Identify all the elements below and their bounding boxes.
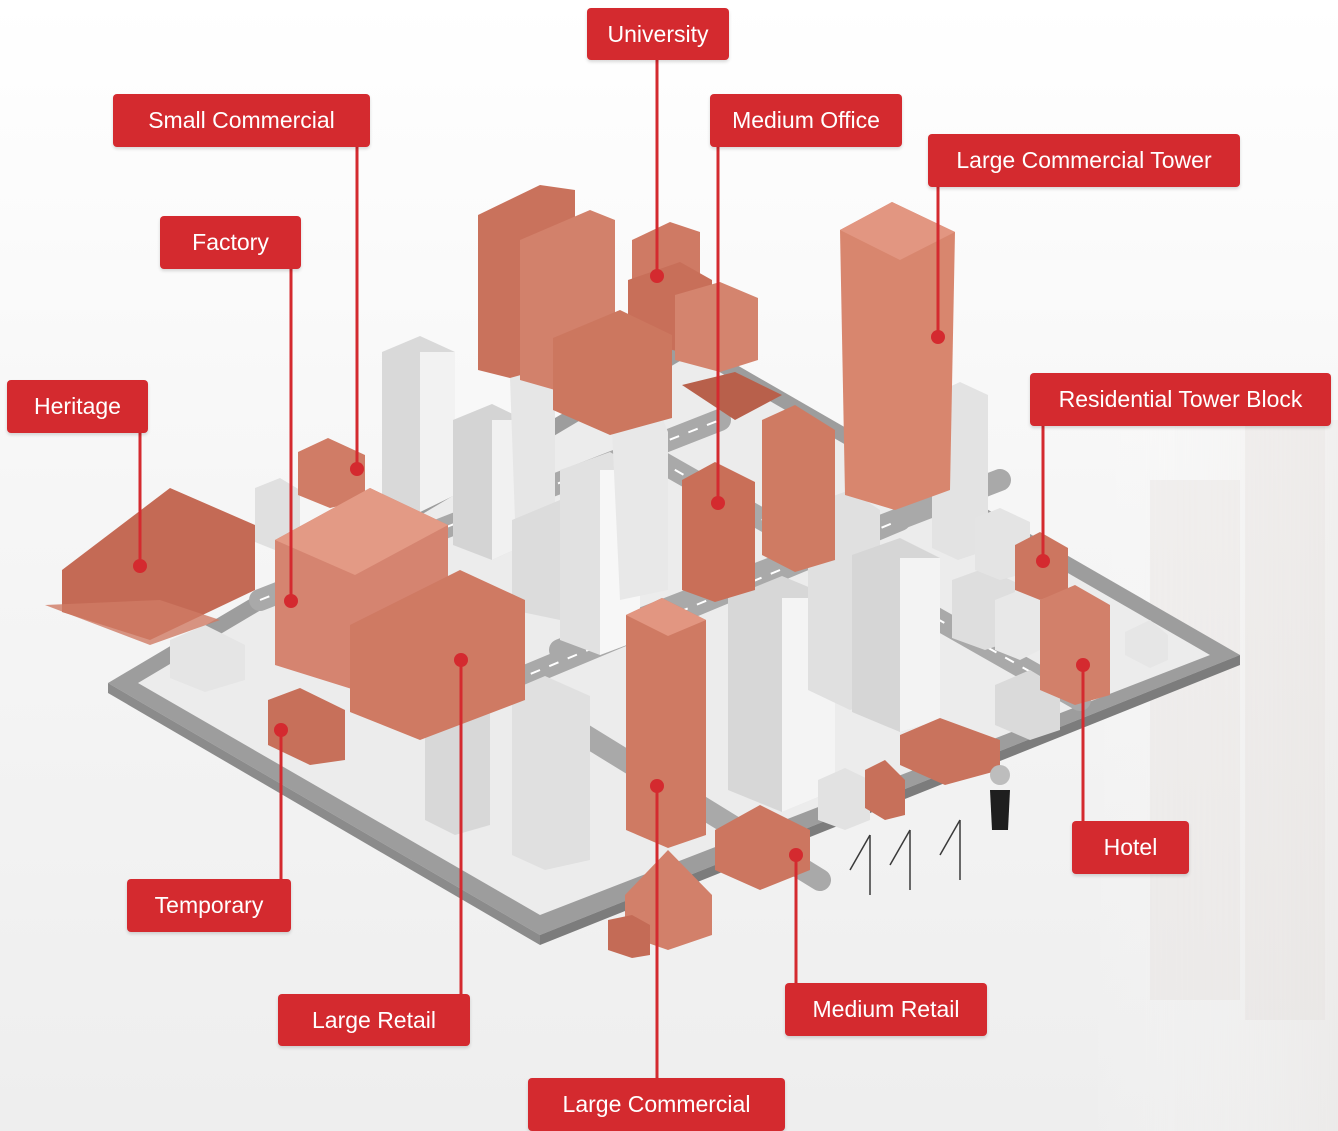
leader-dots <box>133 269 1090 862</box>
label-small-commercial: Small Commercial <box>113 94 370 147</box>
dot-university <box>650 269 664 283</box>
label-medium-retail: Medium Retail <box>785 983 987 1036</box>
label-large-commercial: Large Commercial <box>528 1078 785 1131</box>
dot-residential-tower-block <box>1036 554 1050 568</box>
dot-hotel <box>1076 658 1090 672</box>
dot-large-commercial-tower <box>931 330 945 344</box>
label-large-commercial-tower: Large Commercial Tower <box>928 134 1240 187</box>
label-hotel: Hotel <box>1072 821 1189 874</box>
dot-factory <box>284 594 298 608</box>
dot-temporary <box>274 723 288 737</box>
label-factory: Factory <box>160 216 301 269</box>
dot-small-commercial <box>350 462 364 476</box>
leader-lines <box>138 58 1085 1079</box>
dot-large-retail <box>454 653 468 667</box>
label-large-retail: Large Retail <box>278 994 470 1046</box>
dot-medium-retail <box>789 848 803 862</box>
dot-heritage <box>133 559 147 573</box>
label-residential-tower-block: Residential Tower Block <box>1030 373 1331 426</box>
wind-turbines <box>849 819 961 895</box>
background-cityscape <box>1080 420 1338 1131</box>
lighthouse <box>990 765 1010 830</box>
label-temporary: Temporary <box>127 879 291 932</box>
highlighted-buildings <box>45 185 1110 958</box>
dot-large-commercial <box>650 779 664 793</box>
label-heritage: Heritage <box>7 380 148 433</box>
label-medium-office: Medium Office <box>710 94 902 147</box>
dot-medium-office <box>711 496 725 510</box>
label-university: University <box>587 8 729 60</box>
